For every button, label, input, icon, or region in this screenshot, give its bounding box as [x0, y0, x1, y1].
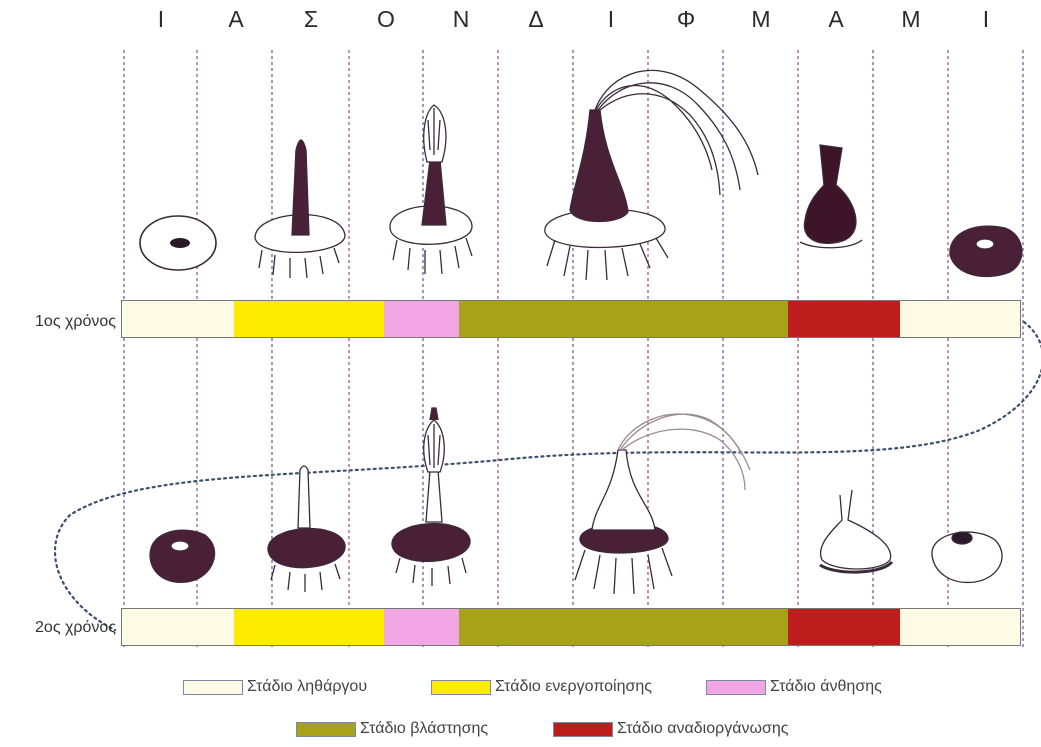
legend-item-flowering: Στάδιο άνθησης [706, 678, 882, 696]
year2-stage-bar [121, 608, 1021, 646]
month-label: Μ [741, 6, 781, 33]
year1-corm-flowering [390, 105, 472, 274]
month-label: Σ [291, 6, 331, 33]
legend-label-dormancy: Στάδιο ληθάργου [247, 678, 367, 696]
stage-segment-flowering [384, 609, 459, 645]
stage-segment-vegetative [459, 609, 788, 645]
year2-corm-activation [268, 466, 345, 592]
stage-segment-activation [234, 301, 384, 337]
month-label: Μ [891, 6, 931, 33]
month-label: Ν [441, 6, 481, 33]
stage-segment-vegetative [459, 301, 788, 337]
year-transition-curve [55, 322, 1041, 630]
year2-corm-reorganization [820, 490, 892, 572]
month-label: Ι [591, 6, 631, 33]
legend-swatch-dormancy [183, 680, 243, 695]
legend-swatch-flowering [706, 680, 766, 695]
year2-corm-dormant-end [932, 532, 1002, 582]
year1-corm-activation [255, 140, 345, 278]
legend-item-vegetative: Στάδιο βλάστησης [296, 720, 488, 738]
legend-swatch-reorganization [553, 722, 613, 737]
stage-segment-flowering [384, 301, 459, 337]
stage-segment-activation [234, 609, 384, 645]
stage-segment-dormancy [900, 609, 1020, 645]
month-label: Δ [516, 6, 556, 33]
legend-label-vegetative: Στάδιο βλάστησης [360, 720, 488, 738]
legend-swatch-vegetative [296, 722, 356, 737]
legend-item-activation: Στάδιο ενεργοποίησης [431, 678, 652, 696]
month-label: Α [216, 6, 256, 33]
stage-segment-dormancy [122, 609, 234, 645]
month-label: Φ [666, 6, 706, 33]
year1-corm-dormant [140, 216, 216, 270]
month-label: Ι [141, 6, 181, 33]
stage-segment-reorganization [788, 301, 900, 337]
legend-swatch-activation [431, 680, 491, 695]
year1-corm-dormant-end [950, 226, 1022, 276]
year1-corm-vegetative [545, 70, 758, 280]
stage-segment-dormancy [122, 301, 234, 337]
year2-corm-dormant [150, 530, 215, 582]
legend-label-flowering: Στάδιο άνθησης [770, 678, 882, 696]
month-label: Α [816, 6, 856, 33]
year2-corm-flowering [392, 408, 470, 586]
stage-segment-dormancy [900, 301, 1020, 337]
legend-label-reorganization: Στάδιο αναδιοργάνωσης [617, 720, 788, 738]
year2-label: 2ος χρόνος [4, 619, 116, 637]
legend-item-dormancy: Στάδιο ληθάργου [183, 678, 367, 696]
stage-segment-reorganization [788, 609, 900, 645]
year1-corm-reorganization [800, 145, 862, 248]
year1-stage-bar [121, 300, 1021, 338]
month-label: Ι [966, 6, 1006, 33]
year1-label: 1ος χρόνος [4, 313, 116, 331]
month-label: Ο [366, 6, 406, 33]
legend-item-reorganization: Στάδιο αναδιοργάνωσης [553, 720, 788, 738]
legend-label-activation: Στάδιο ενεργοποίησης [495, 678, 652, 696]
